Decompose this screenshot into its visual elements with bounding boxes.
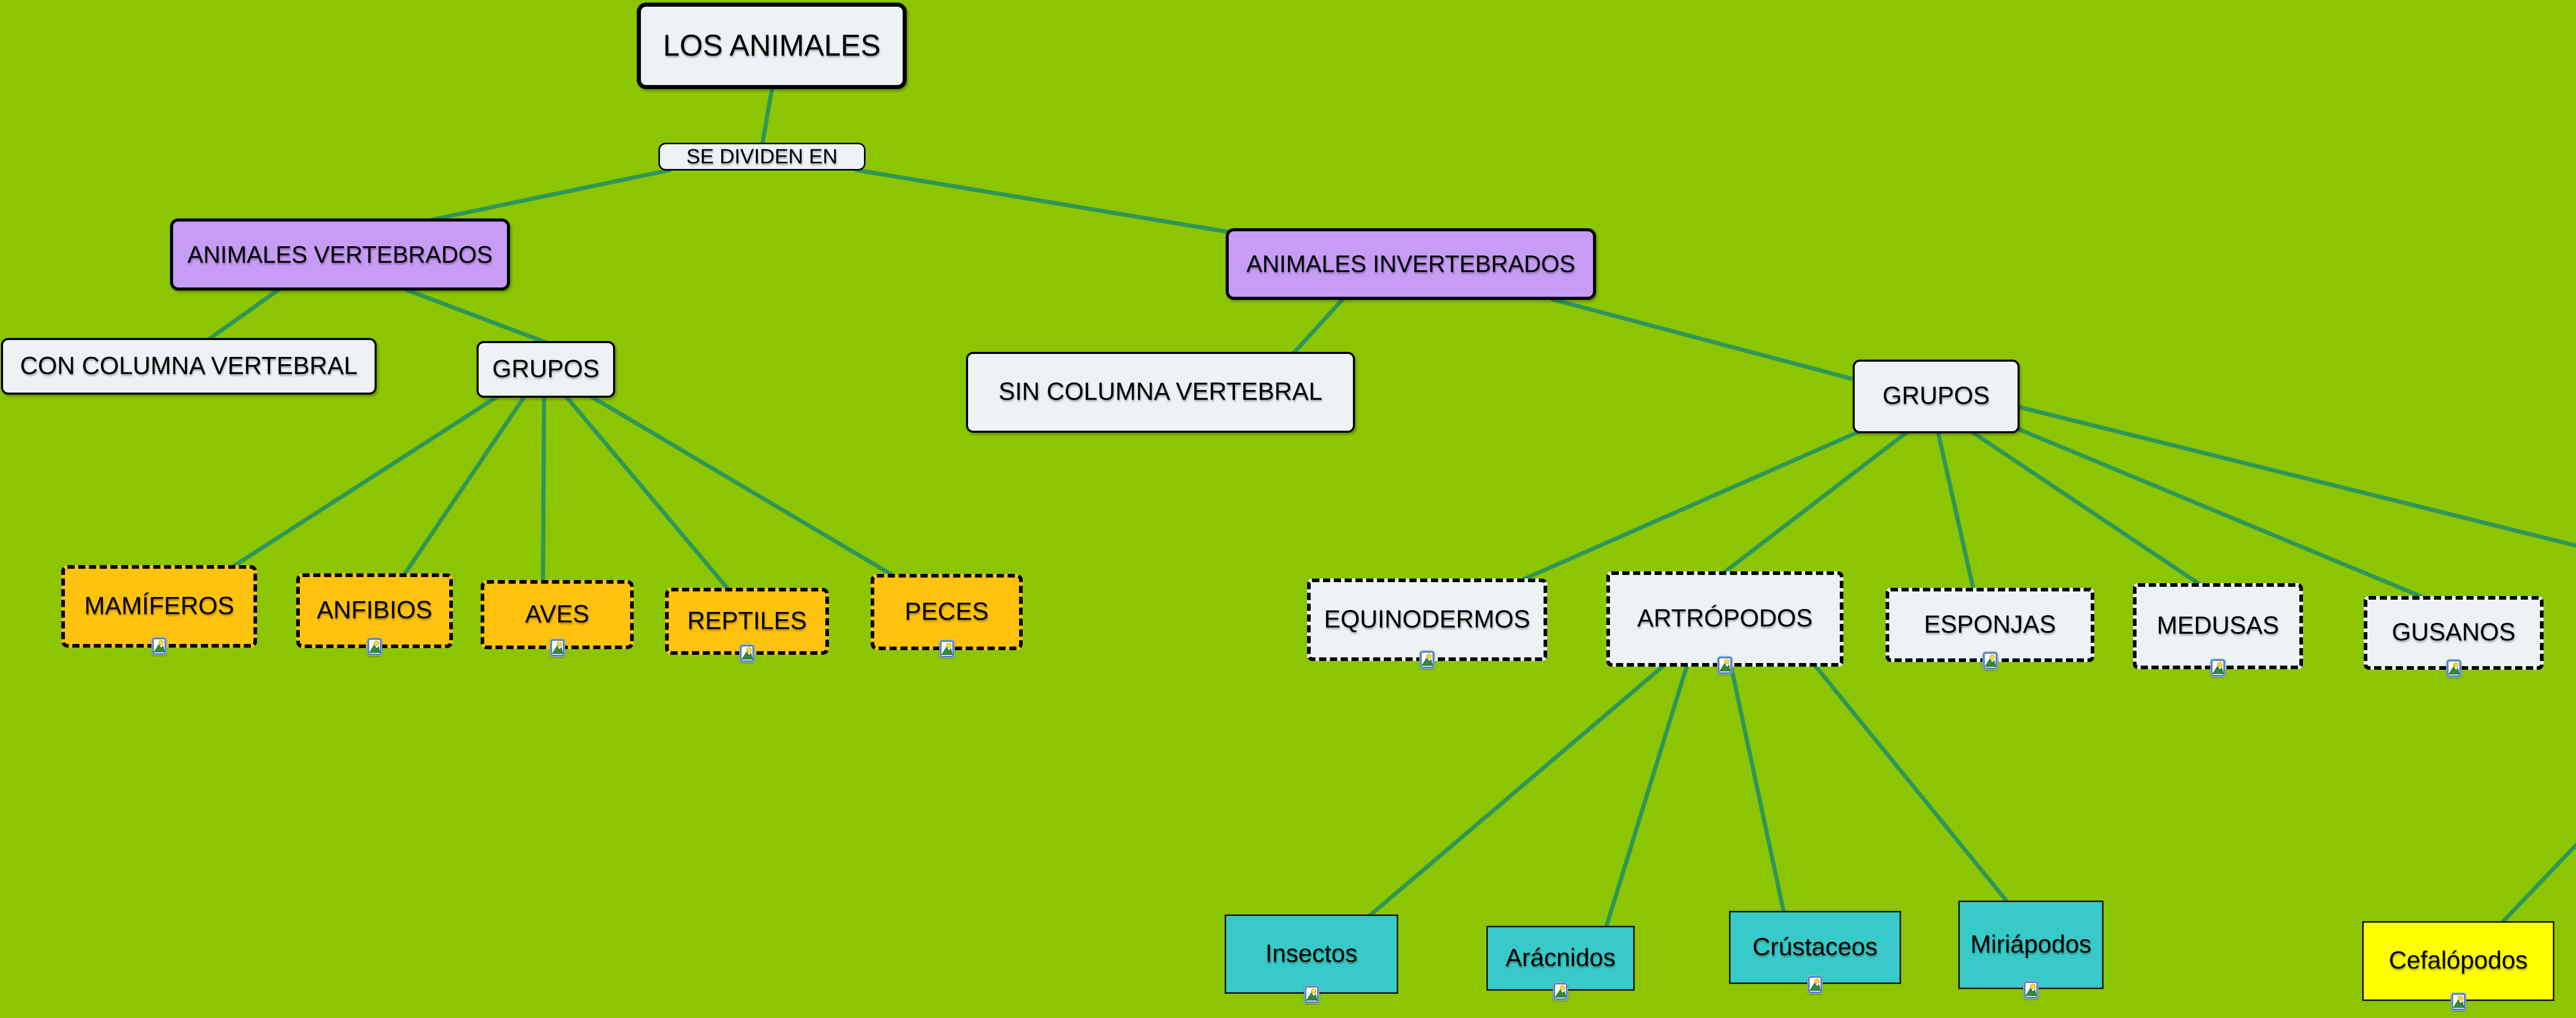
- node-equinodermos[interactable]: EQUINODERMOS: [1307, 579, 1547, 669]
- edge-grupos-invertebrados-esponjas: [1936, 431, 1975, 590]
- edge-grupos-vertebrados-anfibios: [402, 395, 526, 576]
- node-anfibios[interactable]: ANFIBIOS: [296, 573, 453, 656]
- edge-moluscos-cefalopodos: [2501, 842, 2576, 924]
- node-esponjas[interactable]: ESPONJAS: [1886, 588, 2094, 670]
- node-label: AVES: [525, 600, 589, 628]
- image-resource-icon[interactable]: [1982, 651, 1998, 670]
- node-animales-invertebrados[interactable]: ANIMALES INVERTEBRADOS: [1226, 228, 1596, 300]
- edge-animales-vertebrados-grupos-vertebrados: [405, 288, 547, 344]
- node-label: SE DIVIDEN EN: [686, 145, 838, 168]
- node-label: MEDUSAS: [2157, 612, 2279, 640]
- node-aracnidos[interactable]: Arácnidos: [1486, 926, 1635, 1001]
- node-label: Arácnidos: [1505, 944, 1616, 972]
- image-resource-icon[interactable]: [1553, 982, 1568, 1001]
- edge-grupos-invertebrados-equinodermos: [1522, 430, 1861, 581]
- node-sin-columna-vertebral[interactable]: SIN COLUMNA VERTEBRAL: [966, 352, 1355, 433]
- node-label: ANIMALES INVERTEBRADOS: [1246, 250, 1575, 278]
- edge-grupos-vertebrados-peces: [589, 395, 893, 576]
- node-label: Crústaceos: [1752, 933, 1878, 961]
- edge-grupos-invertebrados-medusas: [1971, 431, 2201, 586]
- edge-artropodos-crustaceos: [1729, 664, 1786, 913]
- node-label: Cefalópodos: [2388, 947, 2528, 975]
- node-con-columna-vertebral[interactable]: CON COLUMNA VERTEBRAL: [1, 338, 377, 395]
- image-resource-icon[interactable]: [367, 637, 382, 656]
- node-cefalopodos[interactable]: Cefalópodos: [2362, 921, 2554, 1011]
- node-label: PECES: [905, 598, 989, 625]
- image-resource-icon[interactable]: [1303, 985, 1319, 1004]
- node-miriapodos[interactable]: Miriápodos: [1958, 901, 2104, 999]
- node-label: ANIMALES VERTEBRADOS: [187, 241, 493, 268]
- node-los-animales[interactable]: LOS ANIMALES: [637, 3, 907, 89]
- node-peces[interactable]: PECES: [871, 574, 1023, 658]
- node-animales-vertebrados[interactable]: ANIMALES VERTEBRADOS: [170, 218, 510, 291]
- image-resource-icon[interactable]: [2023, 980, 2039, 999]
- image-resource-icon[interactable]: [939, 639, 955, 658]
- edge-grupos-vertebrados-mamiferos: [232, 395, 499, 568]
- node-grupos-vertebrados[interactable]: GRUPOS: [477, 341, 615, 398]
- node-label: MAMÍFEROS: [84, 592, 234, 620]
- edge-artropodos-aracnidos: [1604, 664, 1689, 928]
- node-label: ARTRÓPODOS: [1637, 605, 1813, 633]
- node-label: Insectos: [1265, 940, 1358, 968]
- node-label: GRUPOS: [492, 355, 600, 383]
- node-label: Miriápodos: [1970, 930, 2092, 958]
- node-se-dividen-en[interactable]: SE DIVIDEN EN: [658, 143, 866, 171]
- node-mamiferos[interactable]: MAMÍFEROS: [61, 565, 257, 656]
- edge-grupos-vertebrados-aves: [541, 396, 546, 583]
- node-label: GUSANOS: [2392, 619, 2516, 647]
- edge-grupos-invertebrados-gusanos: [2016, 427, 2424, 599]
- image-resource-icon[interactable]: [151, 637, 167, 656]
- node-insectos[interactable]: Insectos: [1225, 914, 1398, 1004]
- node-label: SIN COLUMNA VERTEBRAL: [998, 378, 1323, 406]
- node-reptiles[interactable]: REPTILES: [665, 588, 829, 663]
- edge-artropodos-miriapodos: [1814, 664, 2009, 903]
- node-label: LOS ANIMALES: [663, 28, 881, 62]
- edge-artropodos-insectos: [1368, 664, 1665, 917]
- node-artropodos[interactable]: ARTRÓPODOS: [1606, 571, 1843, 675]
- image-resource-icon[interactable]: [549, 638, 565, 657]
- image-resource-icon[interactable]: [739, 644, 755, 663]
- image-resource-icon[interactable]: [2446, 659, 2462, 678]
- edge-se-dividen-en-animales-invertebrados: [854, 168, 1236, 235]
- edge-animales-invertebrados-sin-columna-vertebral: [1292, 297, 1345, 354]
- node-label: GRUPOS: [1882, 382, 1990, 410]
- edge-grupos-vertebrados-reptiles: [565, 395, 730, 590]
- edge-animales-invertebrados-grupos-invertebrados: [1550, 297, 1855, 381]
- edge-se-dividen-en-animales-vertebrados: [429, 168, 672, 222]
- image-resource-icon[interactable]: [1419, 650, 1435, 669]
- node-aves[interactable]: AVES: [481, 580, 634, 657]
- image-resource-icon[interactable]: [1717, 656, 1733, 675]
- edge-grupos-invertebrados-moluscos: [2017, 405, 2576, 548]
- node-grupos-invertebrados[interactable]: GRUPOS: [1853, 360, 2020, 433]
- edge-los-animales-se-dividen-en: [760, 88, 774, 145]
- node-medusas[interactable]: MEDUSAS: [2133, 583, 2303, 677]
- edge-grupos-invertebrados-artropodos: [1723, 431, 1908, 574]
- node-label: CON COLUMNA VERTEBRAL: [20, 352, 358, 380]
- image-resource-icon[interactable]: [1807, 975, 1823, 994]
- image-resource-icon[interactable]: [2210, 658, 2226, 677]
- image-resource-icon[interactable]: [2450, 992, 2466, 1011]
- node-gusanos[interactable]: GUSANOS: [2364, 596, 2544, 678]
- node-label: ESPONJAS: [1924, 610, 2056, 638]
- node-crustaceos[interactable]: Crústaceos: [1729, 911, 1901, 994]
- node-label: ANFIBIOS: [316, 597, 433, 624]
- edge-animales-vertebrados-con-columna-vertebral: [207, 288, 280, 341]
- node-label: REPTILES: [687, 607, 807, 635]
- node-label: EQUINODERMOS: [1324, 605, 1531, 633]
